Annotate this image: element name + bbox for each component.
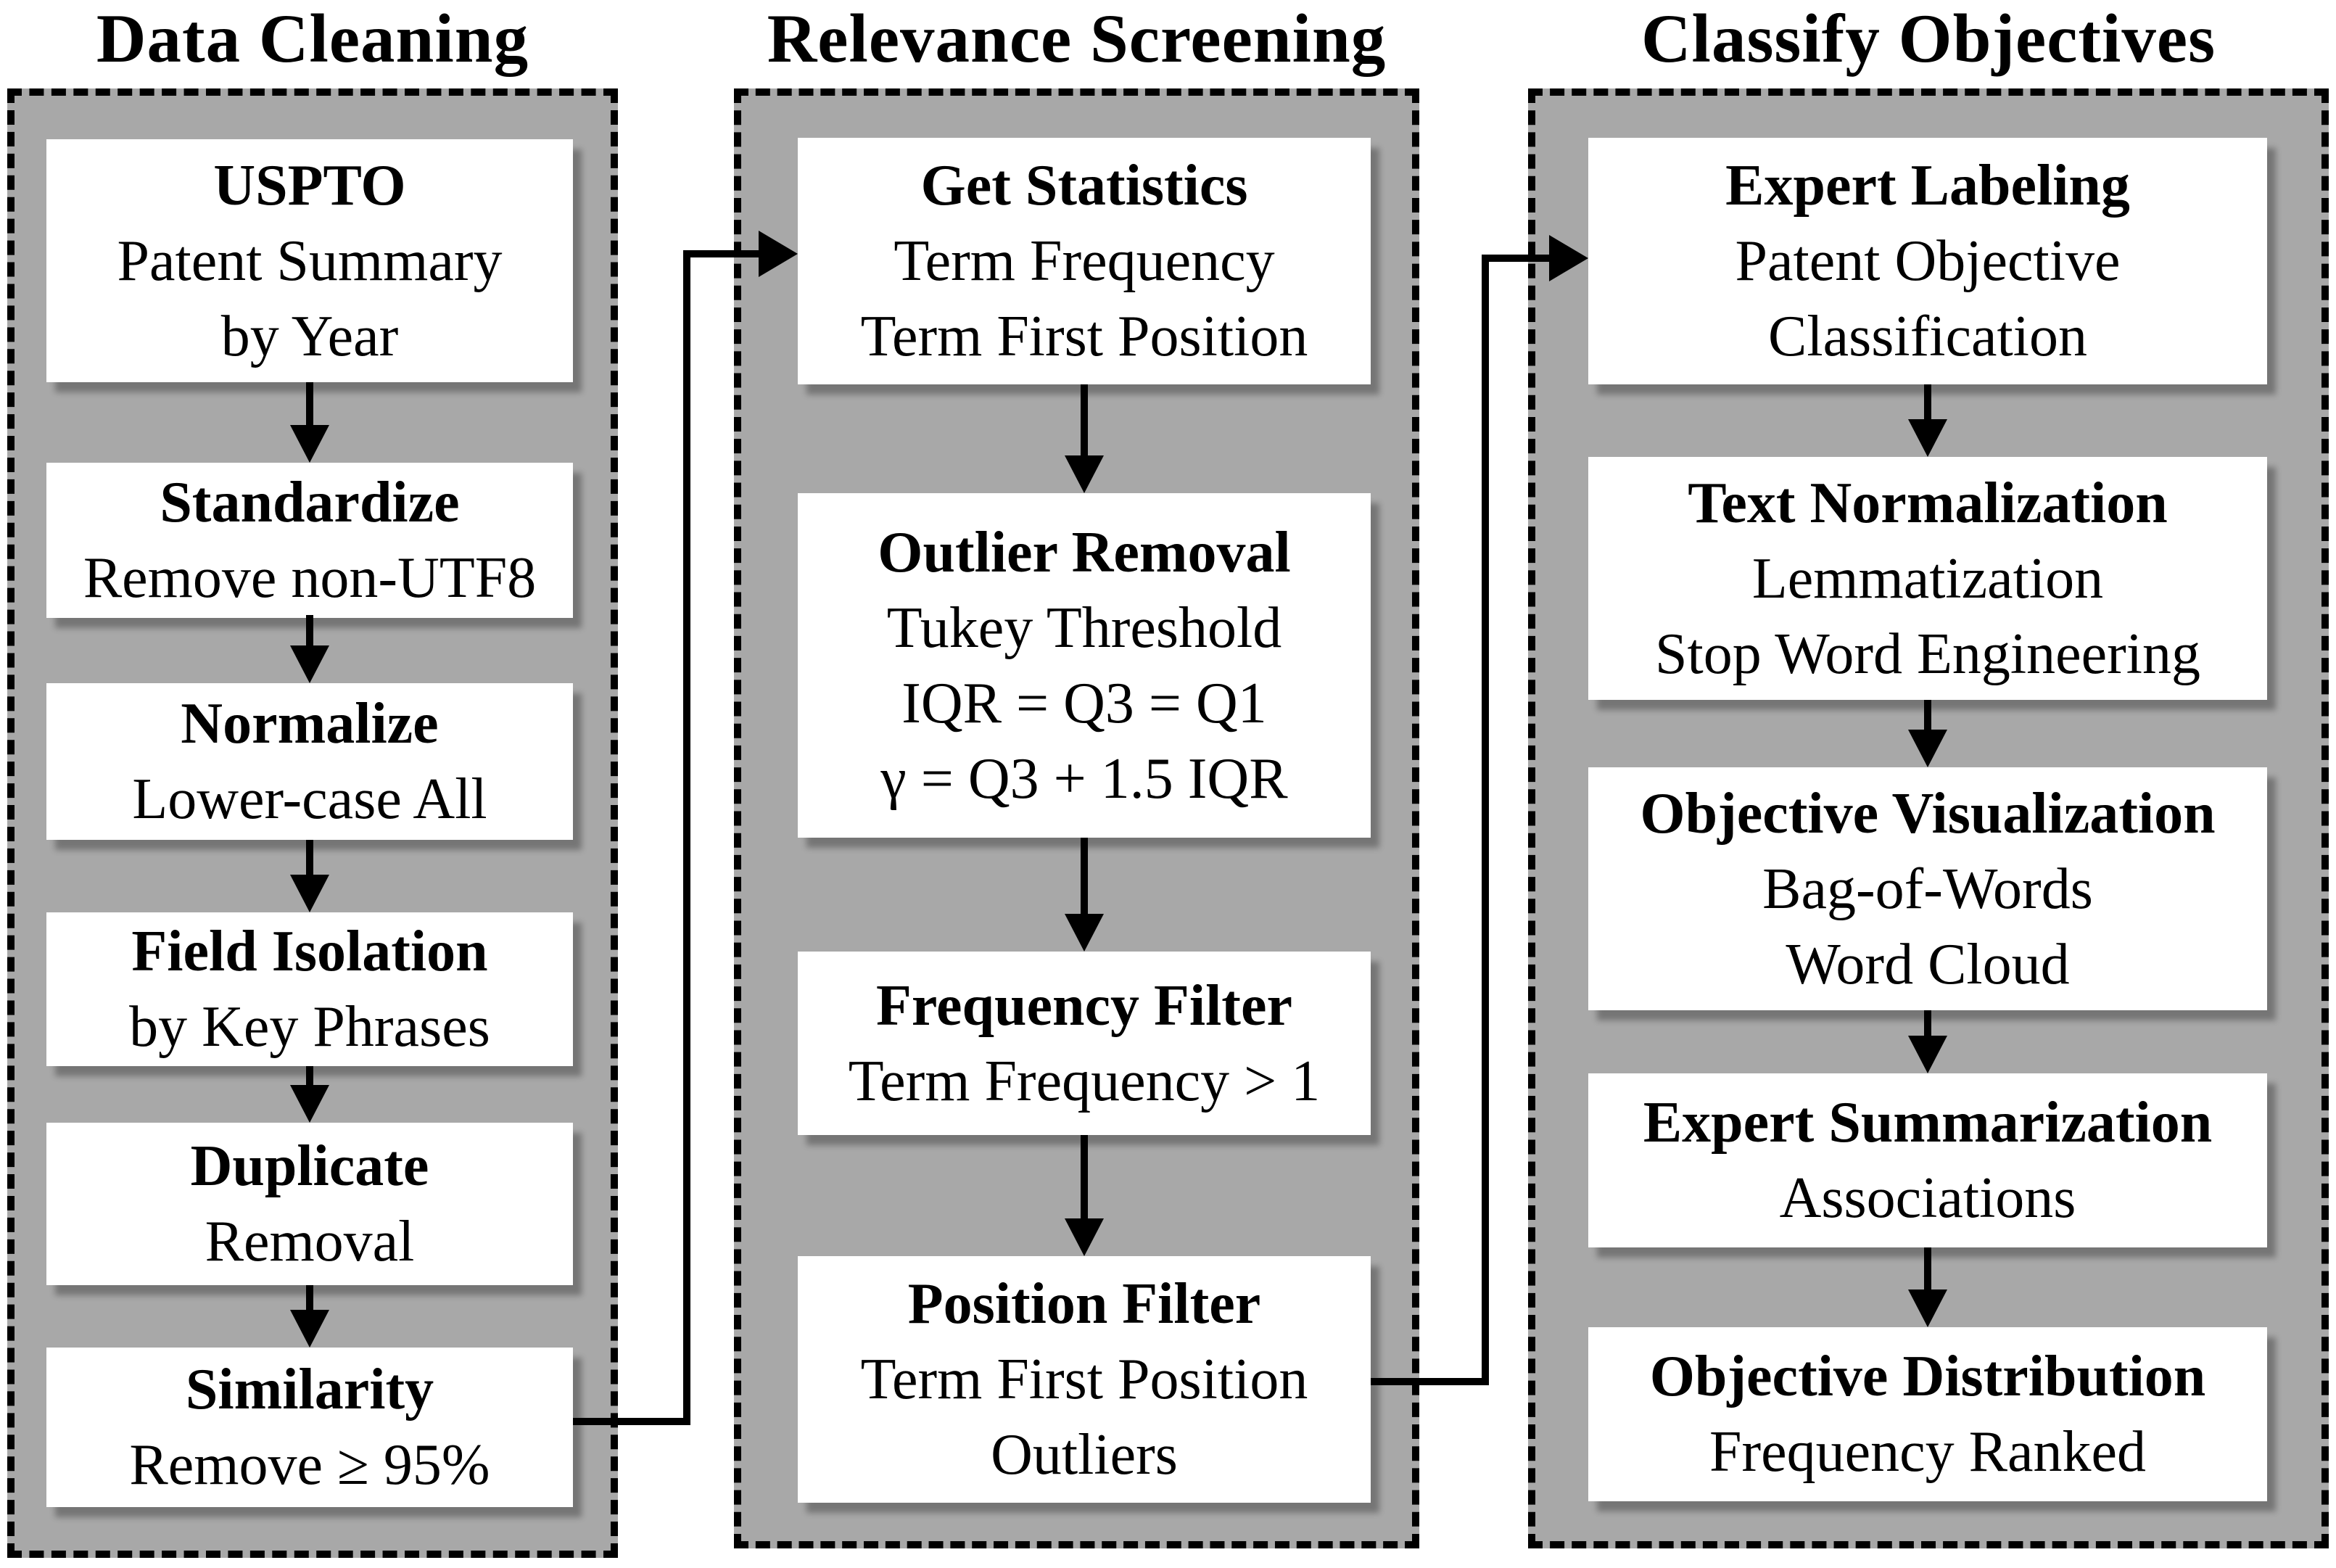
down-arrow-stem [1924, 384, 1931, 419]
box-line-text: γ = Q3 + 1.5 IQR [880, 746, 1288, 811]
box-text-normalization: Text Normalization Lemmatization Stop Wo… [1588, 457, 2267, 700]
box-field-isolation: Field Isolation by Key Phrases [46, 912, 573, 1066]
right-arrow-icon [759, 231, 798, 277]
column-title-data-cleaning: Data Cleaning [96, 0, 529, 77]
box-title-text: Duplicate [190, 1134, 429, 1198]
down-arrow-stem [1081, 838, 1088, 914]
box-uspto: USPTO Patent Summary by Year [46, 139, 573, 382]
box-line-text: Patent Summary [117, 228, 503, 293]
box-line-text: Classification [1768, 305, 2087, 368]
box-expert-labeling: Expert Labeling Patent Objective Classif… [1588, 138, 2267, 384]
box-title-text: Normalize [181, 692, 439, 756]
down-arrow-icon [290, 425, 329, 463]
box-title-text: Expert Labeling [1725, 154, 2130, 218]
connector-position-filter-to-expert-labeling-segment [1482, 255, 1551, 262]
box-title-text: Objective Visualization [1640, 781, 2216, 846]
box-title-text: Get Statistics [920, 154, 1248, 218]
down-arrow-icon [1908, 1036, 1947, 1073]
down-arrow-icon [290, 1310, 329, 1348]
box-line-text: IQR = Q3 = Q1 [901, 671, 1267, 735]
down-arrow-icon [1908, 1290, 1947, 1327]
down-arrow-icon [290, 1085, 329, 1123]
box-objective-distribution: Objective Distribution Frequency Ranked [1588, 1327, 2267, 1501]
box-frequency-filter: Frequency Filter Term Frequency > 1 [798, 952, 1371, 1135]
box-position-filter: Position Filter Term First Position Outl… [798, 1256, 1371, 1503]
box-title-text: Frequency Filter [876, 973, 1292, 1038]
box-line-text: Patent Objective [1735, 229, 2121, 293]
box-title-text: Standardize [160, 471, 460, 535]
down-arrow-stem [1081, 1135, 1088, 1218]
down-arrow-stem [1924, 1010, 1931, 1036]
box-title-text: Position Filter [907, 1272, 1261, 1336]
connector-position-filter-to-expert-labeling-segment [1482, 255, 1489, 1385]
box-title-text: Field Isolation [131, 920, 488, 983]
box-line-text: Term Frequency [893, 229, 1275, 293]
column-title-relevance-screening: Relevance Screening [767, 0, 1387, 77]
box-outlier-removal: Outlier Removal Tukey Threshold IQR = Q3… [798, 493, 1371, 838]
box-line-text: by Year [220, 304, 399, 368]
box-line-text: Bag-of-Words [1762, 857, 2093, 921]
box-title-text: Expert Summarization [1643, 1091, 2213, 1155]
box-line-text: Outliers [991, 1423, 1178, 1487]
box-line-text: Remove ≥ 95% [129, 1433, 490, 1497]
box-title-text: Similarity [185, 1358, 434, 1421]
box-get-statistics: Get Statistics Term Frequency Term First… [798, 138, 1371, 384]
column-title-classify-objectives: Classify Objectives [1640, 0, 2216, 77]
box-line-text: Lower-case All [132, 767, 487, 831]
box-duplicate: Duplicate Removal [46, 1123, 573, 1285]
box-title-text: Objective Distribution [1649, 1345, 2206, 1408]
box-title-text: Outlier Removal [878, 520, 1291, 585]
connector-position-filter-to-expert-labeling-segment [1371, 1378, 1485, 1385]
box-standardize: Standardize Remove non-UTF8 [46, 463, 573, 618]
box-line-text: Tukey Threshold [886, 595, 1282, 660]
connector-similarity-to-get-statistics-segment [683, 250, 690, 1425]
box-normalize: Normalize Lower-case All [46, 683, 573, 840]
box-line-text: Frequency Ranked [1709, 1420, 2147, 1484]
connector-similarity-to-get-statistics-segment [683, 250, 760, 257]
box-line-text: Term Frequency > 1 [848, 1049, 1321, 1113]
box-line-text: Stop Word Engineering [1655, 622, 2200, 686]
down-arrow-stem [1924, 1247, 1931, 1290]
down-arrow-stem [306, 1285, 313, 1310]
down-arrow-stem [306, 382, 313, 425]
down-arrow-icon [1065, 455, 1104, 493]
down-arrow-stem [1924, 700, 1931, 730]
box-line-text: Term First Position [860, 305, 1308, 368]
box-line-text: Lemmatization [1751, 546, 2104, 611]
down-arrow-icon [290, 875, 329, 912]
down-arrow-stem [306, 1066, 313, 1085]
box-line-text: Associations [1779, 1166, 2076, 1230]
box-line-text: Word Cloud [1786, 932, 2070, 996]
down-arrow-icon [1065, 914, 1104, 952]
down-arrow-stem [306, 615, 313, 645]
box-line-text: Removal [205, 1210, 415, 1274]
box-line-text: Remove non-UTF8 [83, 546, 537, 610]
down-arrow-stem [1081, 384, 1088, 455]
box-objective-visualization: Objective Visualization Bag-of-Words Wor… [1588, 767, 2267, 1010]
down-arrow-icon [1908, 730, 1947, 767]
down-arrow-icon [290, 645, 329, 683]
connector-similarity-to-get-statistics-segment [573, 1418, 687, 1425]
down-arrow-icon [1908, 419, 1947, 457]
box-expert-summarization: Expert Summarization Associations [1588, 1073, 2267, 1247]
down-arrow-stem [306, 840, 313, 875]
box-title-text: USPTO [213, 153, 406, 218]
box-similarity: Similarity Remove ≥ 95% [46, 1348, 573, 1507]
right-arrow-icon [1549, 235, 1588, 281]
box-title-text: Text Normalization [1688, 471, 2168, 535]
down-arrow-icon [1065, 1218, 1104, 1256]
box-line-text: Term First Position [860, 1348, 1308, 1411]
box-line-text: by Key Phrases [129, 995, 490, 1059]
